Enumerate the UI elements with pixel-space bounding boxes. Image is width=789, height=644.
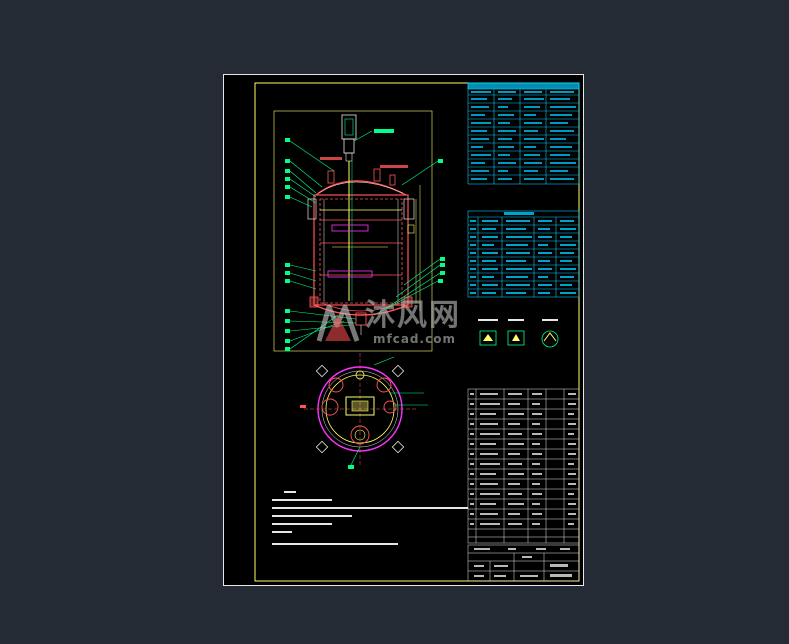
mf-logo-icon [316,304,360,342]
vessel-elevation-view [307,114,421,335]
reducer [343,138,355,154]
motor [341,114,357,140]
technical-notes [272,491,468,545]
bottom-head [313,304,409,316]
engineering-drawing [254,82,580,582]
design-data-table [467,82,580,185]
watermark: 沐风网 mfcad.com [315,299,475,349]
detail-symbols [478,319,559,348]
jacket [313,194,409,306]
drawing-frame [254,82,580,582]
drawing-sheet: 沐风网 mfcad.com [223,74,584,586]
callout-markers [285,129,445,351]
nozzle-table [467,210,580,298]
vessel-boundary [273,110,433,352]
title-block [467,544,580,582]
parts-list-table [467,388,580,544]
watermark-brand-cn: 沐风网 [365,298,461,333]
vessel-plan-view [300,353,428,469]
watermark-brand-en: mfcad.com [373,332,456,346]
